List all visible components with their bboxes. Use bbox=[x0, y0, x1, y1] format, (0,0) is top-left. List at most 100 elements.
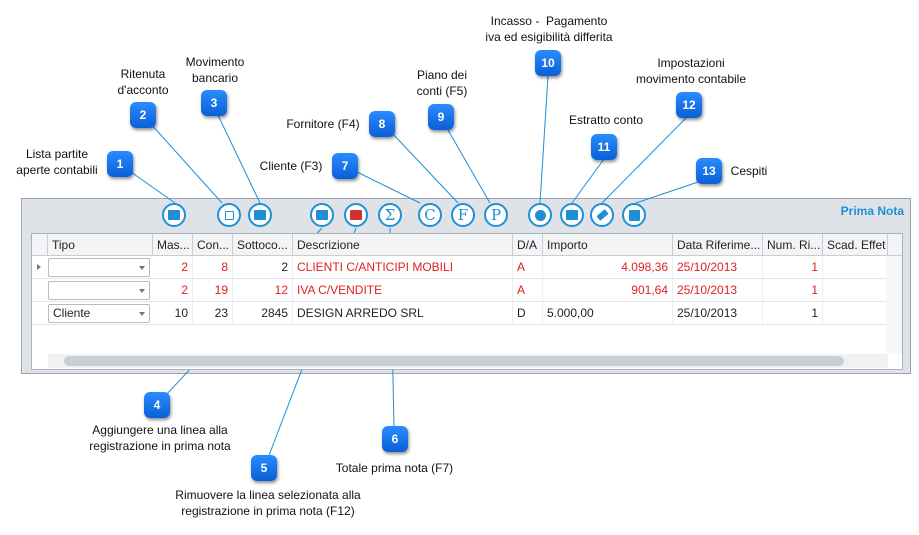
chevron-down-icon bbox=[139, 312, 145, 316]
cell-data[interactable]: 25/10/2013 bbox=[673, 302, 763, 325]
collection-payment-button[interactable] bbox=[528, 203, 552, 227]
account-statement-button[interactable] bbox=[560, 203, 584, 227]
list-icon bbox=[168, 210, 180, 220]
col-num[interactable]: Num. Ri... bbox=[763, 234, 823, 256]
cell-mastro[interactable]: 2 bbox=[153, 256, 193, 279]
tipo-select[interactable] bbox=[48, 281, 150, 300]
cell-descrizione[interactable]: DESIGN ARREDO SRL bbox=[293, 302, 513, 325]
gear-icon bbox=[534, 209, 546, 221]
callout-4: 4 bbox=[144, 392, 170, 418]
cell-conto[interactable]: 8 bbox=[193, 256, 233, 279]
cell-conto[interactable]: 19 bbox=[193, 279, 233, 302]
callout-12-label: Impostazioni movimento contabile bbox=[635, 56, 747, 86]
open-items-button[interactable] bbox=[162, 203, 186, 227]
accounts-icon: P bbox=[490, 206, 502, 224]
callout-12: 12 bbox=[676, 92, 702, 118]
col-conto[interactable]: Con... bbox=[193, 234, 233, 256]
cell-scad[interactable] bbox=[823, 279, 888, 302]
callout-5: 5 bbox=[251, 455, 277, 481]
supplier-button[interactable]: F bbox=[451, 203, 475, 227]
cell-sottoconto[interactable]: 2 bbox=[233, 256, 293, 279]
cell-sottoconto[interactable]: 12 bbox=[233, 279, 293, 302]
cell-data[interactable]: 25/10/2013 bbox=[673, 256, 763, 279]
callout-5-label: Rimuovere la linea selezionata alla regi… bbox=[175, 488, 361, 518]
customer-button[interactable]: C bbox=[418, 203, 442, 227]
remove-line-button[interactable] bbox=[344, 203, 368, 227]
callout-8: 8 bbox=[369, 111, 395, 137]
cell-data[interactable]: 25/10/2013 bbox=[673, 279, 763, 302]
calculator-icon bbox=[224, 210, 234, 220]
col-tipo[interactable]: Tipo bbox=[48, 234, 153, 256]
bank-search-icon bbox=[254, 210, 266, 220]
callout-13: 13 bbox=[696, 158, 722, 184]
bank-movement-button[interactable] bbox=[248, 203, 272, 227]
callout-11: 11 bbox=[591, 134, 617, 160]
callout-10: 10 bbox=[535, 50, 561, 76]
wrench-icon bbox=[595, 209, 609, 221]
callout-1-label: Lista partite aperte contabili bbox=[16, 147, 98, 177]
add-row-icon bbox=[316, 210, 328, 220]
callout-4-label: Aggiungere una linea alla registrazione … bbox=[89, 423, 231, 453]
grid-icon bbox=[628, 209, 640, 221]
tipo-select[interactable] bbox=[48, 258, 150, 277]
cell-scad[interactable] bbox=[823, 256, 888, 279]
col-data[interactable]: Data Riferime... bbox=[673, 234, 763, 256]
callout-10-label: Incasso - Pagamento iva ed esigibilità d… bbox=[485, 14, 613, 44]
callout-1: 1 bbox=[107, 151, 133, 177]
cell-scad[interactable] bbox=[823, 302, 888, 325]
callout-3-label: Movimento bancario bbox=[185, 55, 245, 85]
col-mastro[interactable]: Mas... bbox=[153, 234, 193, 256]
cell-da[interactable]: A bbox=[513, 279, 543, 302]
col-da[interactable]: D/A bbox=[513, 234, 543, 256]
cell-descrizione[interactable]: CLIENTI C/ANTICIPI MOBILI bbox=[293, 256, 513, 279]
cell-descrizione[interactable]: IVA C/VENDITE bbox=[293, 279, 513, 302]
callout-7-label: Cliente (F3) bbox=[259, 159, 323, 173]
cell-da[interactable]: A bbox=[513, 256, 543, 279]
customer-icon: C bbox=[424, 206, 436, 224]
table-row[interactable]: 2 8 2 CLIENTI C/ANTICIPI MOBILI A 4.098,… bbox=[32, 256, 902, 279]
cell-sottoconto[interactable]: 2845 bbox=[233, 302, 293, 325]
cell-importo[interactable]: 901,64 bbox=[543, 279, 673, 302]
header-spacer bbox=[32, 234, 48, 256]
panel-title: Prima Nota bbox=[840, 204, 904, 218]
callout-8-label: Fornitore (F4) bbox=[286, 117, 360, 131]
callout-11-label: Estratto conto bbox=[568, 113, 644, 127]
cell-num[interactable]: 1 bbox=[763, 302, 823, 325]
callout-2-label: Ritenuta d'acconto bbox=[117, 67, 169, 97]
statement-search-icon bbox=[566, 210, 578, 220]
col-descrizione[interactable]: Descrizione bbox=[293, 234, 513, 256]
cell-importo[interactable]: 5.000,00 bbox=[543, 302, 673, 325]
supplier-icon: F bbox=[457, 206, 469, 224]
tipo-select[interactable]: Cliente bbox=[48, 304, 150, 323]
col-sottoconto[interactable]: Sottoco... bbox=[233, 234, 293, 256]
cell-mastro[interactable]: 2 bbox=[153, 279, 193, 302]
vertical-scrollbar[interactable] bbox=[886, 256, 902, 354]
scrollbar-thumb[interactable] bbox=[64, 356, 844, 366]
horizontal-scrollbar[interactable] bbox=[48, 354, 888, 368]
table-row[interactable]: 2 19 12 IVA C/VENDITE A 901,64 25/10/201… bbox=[32, 279, 902, 302]
journal-grid[interactable]: Tipo Mas... Con... Sottoco... Descrizion… bbox=[31, 233, 903, 370]
cell-importo[interactable]: 4.098,36 bbox=[543, 256, 673, 279]
callout-7: 7 bbox=[332, 153, 358, 179]
chart-of-accounts-button[interactable]: P bbox=[484, 203, 508, 227]
col-importo[interactable]: Importo bbox=[543, 234, 673, 256]
assets-button[interactable] bbox=[622, 203, 646, 227]
callout-13-label: Cespiti bbox=[730, 164, 768, 178]
callout-3: 3 bbox=[201, 90, 227, 116]
table-row[interactable]: Cliente 10 23 2845 DESIGN ARREDO SRL D 5… bbox=[32, 302, 902, 325]
cell-num[interactable]: 1 bbox=[763, 279, 823, 302]
total-button[interactable]: Σ bbox=[378, 203, 402, 227]
current-row-indicator bbox=[37, 264, 41, 270]
cell-conto[interactable]: 23 bbox=[193, 302, 233, 325]
withholding-tax-button[interactable] bbox=[217, 203, 241, 227]
cell-mastro[interactable]: 10 bbox=[153, 302, 193, 325]
callout-9-label: Piano dei conti (F5) bbox=[416, 68, 468, 98]
callout-9: 9 bbox=[428, 104, 454, 130]
col-scad[interactable]: Scad. Effet bbox=[823, 234, 888, 256]
chevron-down-icon bbox=[139, 289, 145, 293]
cell-da[interactable]: D bbox=[513, 302, 543, 325]
accounting-settings-button[interactable] bbox=[590, 203, 614, 227]
cell-num[interactable]: 1 bbox=[763, 256, 823, 279]
remove-row-icon bbox=[350, 210, 362, 220]
add-line-button[interactable] bbox=[310, 203, 334, 227]
